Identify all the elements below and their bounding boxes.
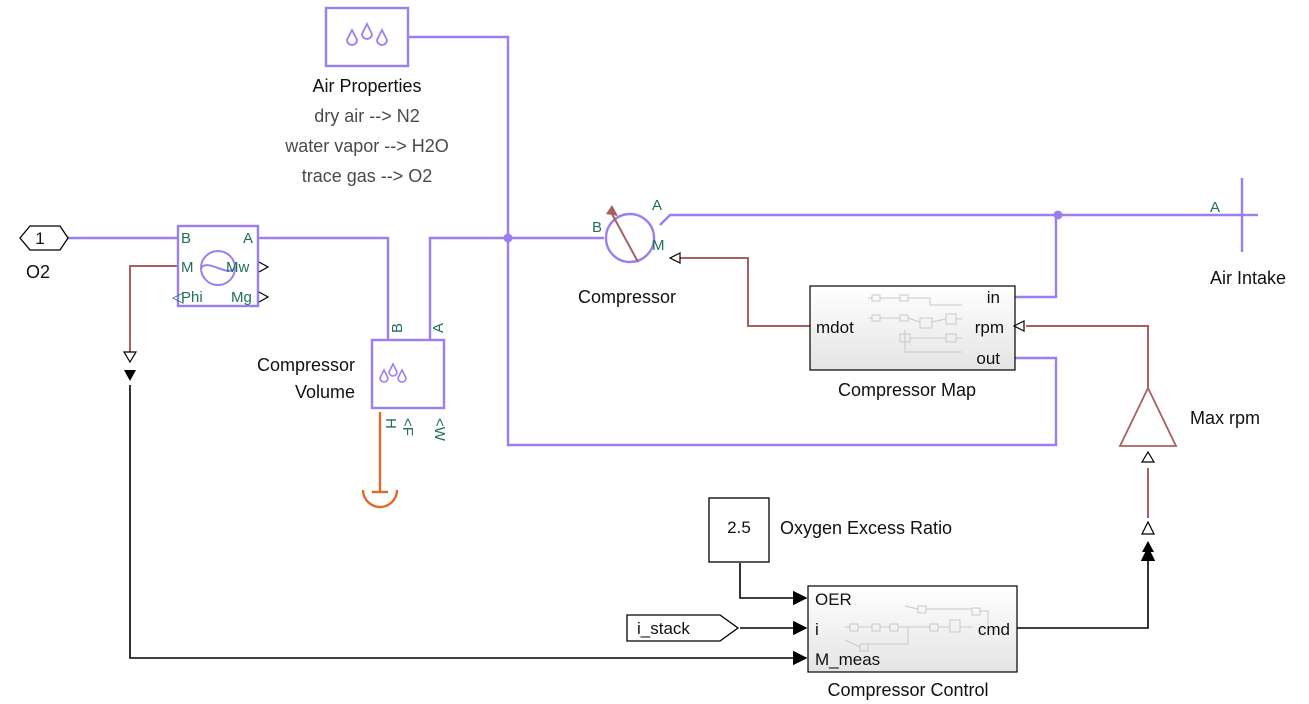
port-w: <W (431, 418, 448, 442)
from-i-stack[interactable]: i_stack (626, 614, 740, 642)
port-b: B (389, 323, 406, 333)
constant-block[interactable]: 2.5 Oxygen Excess Ratio (708, 497, 952, 563)
air-intake-label: Air Intake (1210, 268, 1286, 288)
port-phi-arrow: ◁ (172, 289, 184, 306)
air-properties-block[interactable]: Air Properties dry air --> N2 water vapo… (284, 6, 449, 186)
ps-converter-m[interactable] (122, 351, 138, 381)
junction-dot (1053, 210, 1063, 220)
compressor-volume-label: Volume (295, 382, 355, 402)
physical-connections (68, 35, 1242, 447)
gain-triangle-icon (1118, 385, 1178, 447)
subsystem-preview (844, 605, 989, 652)
port-a: A (430, 323, 447, 333)
port-phi: Phi (181, 289, 203, 306)
line-gain-to-map-rpm[interactable] (1026, 325, 1149, 390)
port-oer: OER (815, 590, 852, 609)
port-m: M (652, 237, 665, 254)
air-properties-title: Air Properties (312, 76, 421, 96)
air-properties-line: trace gas --> O2 (302, 166, 433, 186)
droplets-icon (346, 21, 388, 46)
thermal-reference[interactable] (361, 489, 399, 509)
signal-connections (129, 385, 1156, 666)
line-map-mdot-to-compressor[interactable] (680, 257, 810, 327)
line-compressor-to-intake[interactable] (659, 213, 1242, 226)
compressor-icon (604, 212, 656, 264)
air-properties-line: dry air --> N2 (314, 106, 420, 126)
port-f: <F (399, 418, 416, 436)
port-b: B (181, 230, 191, 247)
ps-connections (129, 257, 1149, 518)
from-tag-label: i_stack (637, 619, 690, 638)
compressor-label: Compressor (578, 287, 676, 307)
port-b: B (592, 219, 602, 236)
port-a: A (1210, 199, 1220, 216)
port-m-meas: M_meas (815, 650, 880, 669)
compressor-map-block[interactable]: mdot in rpm out Compressor Map (809, 285, 1025, 400)
line-volume-a-to-compressor[interactable] (428, 236, 604, 352)
port-i: i (815, 620, 819, 639)
line-sensor-m-to-converter[interactable] (129, 265, 180, 352)
ps-converter-cmd[interactable] (1141, 520, 1155, 552)
port-m: M (181, 259, 194, 276)
port-a: A (652, 197, 662, 214)
inport-label: O2 (26, 262, 50, 282)
line-air-properties-to-map-out[interactable] (408, 35, 1058, 447)
line-cmd-to-converter[interactable] (1017, 546, 1156, 629)
line-oer[interactable] (739, 563, 808, 606)
compressor-block[interactable]: B A M Compressor (578, 197, 681, 307)
port-mg: Mg (231, 289, 252, 306)
port-rpm: rpm (975, 318, 1004, 337)
port-out: out (976, 349, 1000, 368)
constant-label: Oxygen Excess Ratio (780, 518, 952, 538)
compressor-control-label: Compressor Control (827, 680, 988, 700)
port-a: A (243, 230, 253, 247)
port-mw: Mw (226, 259, 249, 276)
port-cmd: cmd (978, 620, 1010, 639)
droplets-icon (379, 362, 407, 383)
line-map-in[interactable] (1015, 215, 1058, 299)
subsystem-preview (868, 294, 962, 353)
gain-label: Max rpm (1190, 408, 1260, 428)
line-sensor-to-volume-b[interactable] (258, 236, 390, 352)
port-h: H (382, 418, 399, 429)
constant-value: 2.5 (727, 518, 751, 537)
port-in: in (987, 288, 1000, 307)
compressor-control-block[interactable]: OER i M_meas cmd Compressor Control (807, 585, 1018, 700)
air-properties-line: water vapor --> H2O (284, 136, 449, 156)
max-rpm-gain[interactable]: Max rpm (1118, 385, 1260, 463)
compressor-volume-label: Compressor (257, 355, 355, 375)
air-intake-block[interactable]: A Air Intake (1210, 178, 1286, 288)
compressor-volume-block[interactable]: B A H <F <W Compressor Volume (257, 323, 448, 442)
flow-sensor-block[interactable]: B A M Mw ◁ Phi Mg (172, 224, 270, 308)
inport-number: 1 (35, 229, 44, 248)
line-m-meas[interactable] (129, 385, 808, 666)
junction-dot (503, 233, 513, 243)
port-mdot: mdot (816, 318, 854, 337)
compressor-map-label: Compressor Map (838, 380, 976, 400)
inport-o2[interactable]: 1 O2 (19, 225, 69, 282)
